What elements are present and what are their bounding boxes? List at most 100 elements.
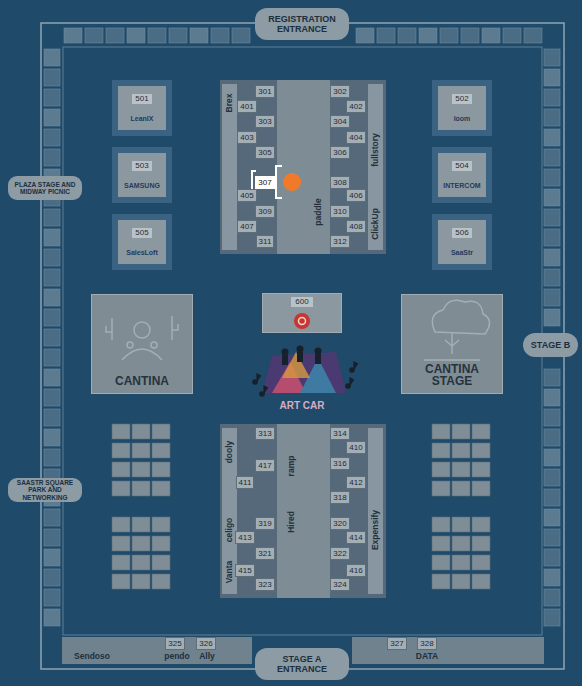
perimeter-booth <box>544 369 560 386</box>
booth-label: 403 <box>240 133 253 142</box>
perimeter-booth <box>232 28 250 43</box>
booth-plot <box>432 214 492 270</box>
perimeter-booth <box>44 429 60 446</box>
booth-card: 506SaaStr <box>438 220 486 264</box>
side-booth <box>132 536 150 551</box>
perimeter-booth <box>544 549 560 566</box>
booth-label: 312 <box>333 237 346 246</box>
perimeter-booth <box>44 569 60 586</box>
exhibitor-logo: pendo <box>164 651 190 661</box>
booth-island <box>220 424 386 598</box>
perimeter-booth <box>544 529 560 546</box>
side-booth <box>452 481 470 496</box>
side-booth <box>112 443 130 458</box>
side-booth <box>472 424 490 439</box>
cantina-area <box>91 294 193 394</box>
booth-label: STAGE A ENTRANCE <box>261 654 343 674</box>
perimeter-booth <box>44 409 60 426</box>
bottom-booth-strip <box>62 637 252 664</box>
booth-number: 301 <box>255 85 274 98</box>
exhibitor-logo: celigo <box>224 518 234 543</box>
booth-label: 407 <box>240 222 253 231</box>
booth-label: 309 <box>258 207 271 216</box>
booth-number: 403 <box>237 131 256 144</box>
side-booth <box>432 574 450 589</box>
cantina-stage-area <box>401 294 503 394</box>
booth-label: 402 <box>349 102 362 111</box>
booth-label: 327 <box>390 639 403 648</box>
perimeter-booth <box>544 89 560 106</box>
booth-label: CANTINA STAGE <box>406 363 498 387</box>
side-booth <box>432 517 450 532</box>
booth-label: 322 <box>333 549 346 558</box>
perimeter-booth <box>211 28 229 43</box>
perimeter-booth <box>44 149 60 166</box>
perimeter-booth <box>106 28 124 43</box>
booth-number: 401 <box>237 100 256 113</box>
exhibitor-logo: Hired <box>286 511 296 533</box>
exhibitor-name: loom <box>454 115 471 122</box>
side-booth <box>152 536 170 551</box>
booth-number: 303 <box>255 115 274 128</box>
booth-label: 504 <box>452 161 471 171</box>
perimeter-booth <box>544 149 560 166</box>
exhibitor-name: LeanIX <box>131 115 154 122</box>
booth-number: 321 <box>255 547 274 560</box>
perimeter-booth <box>85 28 103 43</box>
inner-aisle <box>63 47 542 635</box>
booth-number: 417 <box>255 459 274 472</box>
perimeter-booth <box>544 109 560 126</box>
booth-number: 327 <box>387 637 406 650</box>
booth-label: 308 <box>333 178 346 187</box>
perimeter-booth <box>544 509 560 526</box>
booth-plot <box>432 80 492 136</box>
booth-number: 326 <box>196 637 215 650</box>
side-booth <box>152 424 170 439</box>
booth-number: 311 <box>256 235 275 248</box>
exhibitor-logo: Ally <box>199 651 215 661</box>
booth-label: 320 <box>333 519 346 528</box>
booth-label: 302 <box>333 87 346 96</box>
booth-label: 303 <box>258 117 271 126</box>
booth-number: 413 <box>235 531 254 544</box>
booth-number: 408 <box>346 220 365 233</box>
perimeter-booth <box>148 28 166 43</box>
perimeter-booth <box>544 409 560 426</box>
perimeter-booth <box>524 28 542 43</box>
booth-label: 416 <box>349 566 362 575</box>
perimeter-booth <box>398 28 416 43</box>
booth-number: 325 <box>165 637 184 650</box>
perimeter-booth <box>44 529 60 546</box>
perimeter-booth <box>44 329 60 346</box>
booth-label: SAASTR SQUARE PARK AND NETWORKING <box>13 479 77 502</box>
booth-label: 411 <box>239 478 252 487</box>
art-car <box>262 346 346 394</box>
exhibitor-name: SaaStr <box>451 249 473 256</box>
side-booth <box>432 443 450 458</box>
exhibitor-logo: ramp <box>286 456 296 477</box>
booth-label: 324 <box>333 580 346 589</box>
booth-number: 323 <box>255 578 274 591</box>
booth-label: PLAZA STAGE AND MIDWAY PICNIC <box>13 181 77 196</box>
side-booth <box>472 555 490 570</box>
booth-label: 307 <box>258 178 271 187</box>
side-booth-islands <box>112 424 490 589</box>
side-booth <box>112 424 130 439</box>
perimeter-booth <box>544 249 560 266</box>
booth-number: 302 <box>330 85 349 98</box>
perimeter-booth <box>544 289 560 306</box>
side-booth <box>472 443 490 458</box>
bottom-booth-strip <box>352 637 544 664</box>
logo-strip <box>222 84 237 250</box>
perimeter-booth <box>44 389 60 406</box>
perimeter-booth <box>503 28 521 43</box>
perimeter-booth <box>44 609 60 626</box>
booth-number: 304 <box>330 115 349 128</box>
booth-label: 306 <box>333 148 346 157</box>
booth-number: 416 <box>346 564 365 577</box>
perimeter-booth <box>44 509 60 526</box>
booth-card: 501LeanIX <box>118 86 166 130</box>
booth-card: 502loom <box>438 86 486 130</box>
booth-number: 412 <box>346 476 365 489</box>
